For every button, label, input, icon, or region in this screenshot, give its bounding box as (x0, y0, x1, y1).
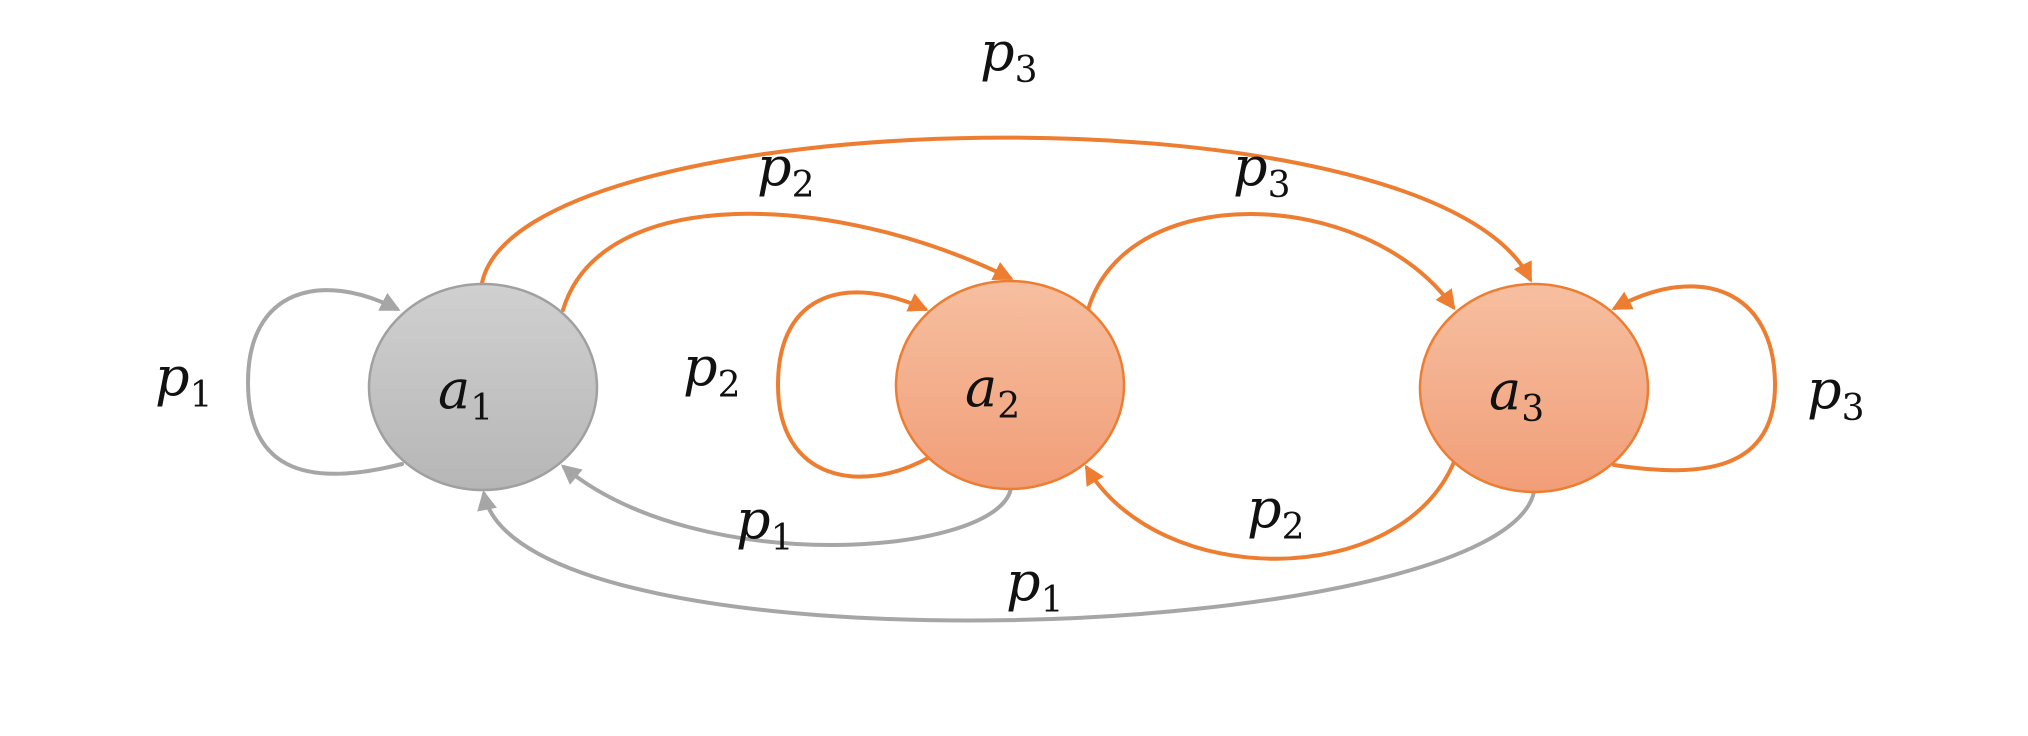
node-a2-label: a2 (965, 356, 1020, 427)
edge-label-a2-a1: p1 (736, 488, 793, 559)
node-a1-label: a1 (438, 358, 493, 429)
edge-label-a3-a3: p3 (1807, 358, 1864, 429)
node-a3-label: a3 (1489, 359, 1544, 430)
node-a2-circle (894, 279, 1126, 491)
edge-a3-a1 (477, 490, 1536, 623)
edge-label-a3-a2: p2 (1247, 477, 1304, 548)
node-a1-circle (367, 282, 599, 492)
edge-a1-a2 (561, 211, 1014, 312)
edge-a2-a2 (775, 290, 930, 479)
edge-a2-a1 (560, 464, 1013, 547)
edge-label-a2-a2: p2 (683, 335, 740, 406)
edge-a1-a3 (480, 135, 1532, 285)
edge-a3-a2 (1084, 460, 1456, 561)
edge-a1-a1 (245, 288, 404, 476)
node-a3: a3 (1418, 282, 1650, 494)
node-a2: a2 (894, 279, 1126, 491)
edge-label-a1-a3: p3 (980, 20, 1037, 91)
node-a1: a1 (367, 282, 599, 492)
edge-a2-a3 (1086, 212, 1456, 312)
edge-label-a2-a3: p3 (1233, 135, 1290, 206)
edge-label-a1-a1: p1 (155, 345, 212, 416)
edge-labels: p1 p2 p3 p2 p1 p3 p3 p2 p1 (155, 20, 1864, 621)
nodes: a1 a2 a3 (367, 279, 1650, 494)
edges (245, 135, 1778, 623)
edge-label-a3-a1: p1 (1006, 550, 1063, 621)
edge-label-a1-a2: p2 (757, 135, 814, 206)
edge-a3-a3 (1611, 284, 1778, 473)
node-a3-circle (1418, 282, 1650, 494)
